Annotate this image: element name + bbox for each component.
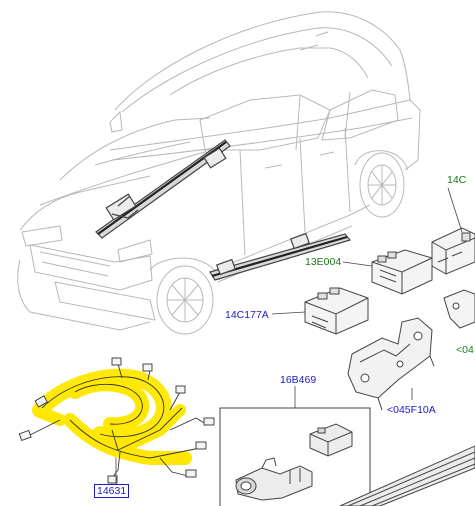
running-board-lower-right bbox=[339, 445, 475, 506]
bracket-045f10a bbox=[347, 317, 435, 411]
label-14631: 14631 bbox=[94, 484, 130, 498]
bracket-right-edge bbox=[443, 289, 475, 329]
label-14c177a: 14C177A bbox=[225, 309, 269, 321]
leader-14c177a bbox=[271, 311, 306, 315]
label-14c: 14C bbox=[447, 174, 467, 186]
leader-13e004 bbox=[342, 261, 373, 267]
vehicle-illustration bbox=[17, 11, 421, 335]
label-045f10a: <045F10A bbox=[387, 404, 436, 416]
detail-box-16b469 bbox=[219, 386, 371, 506]
label-13e004: 13E004 bbox=[305, 256, 342, 268]
leader-14c bbox=[447, 187, 463, 233]
label-04-right-edge: <04 bbox=[456, 344, 474, 356]
harness-14631 bbox=[18, 357, 215, 484]
side-step-lower bbox=[209, 232, 352, 281]
module-13e004 bbox=[371, 249, 433, 295]
module-14c177a bbox=[304, 287, 369, 335]
label-16b469: 16B469 bbox=[280, 374, 317, 386]
side-step-upper bbox=[95, 139, 231, 239]
module-14c bbox=[431, 227, 475, 275]
